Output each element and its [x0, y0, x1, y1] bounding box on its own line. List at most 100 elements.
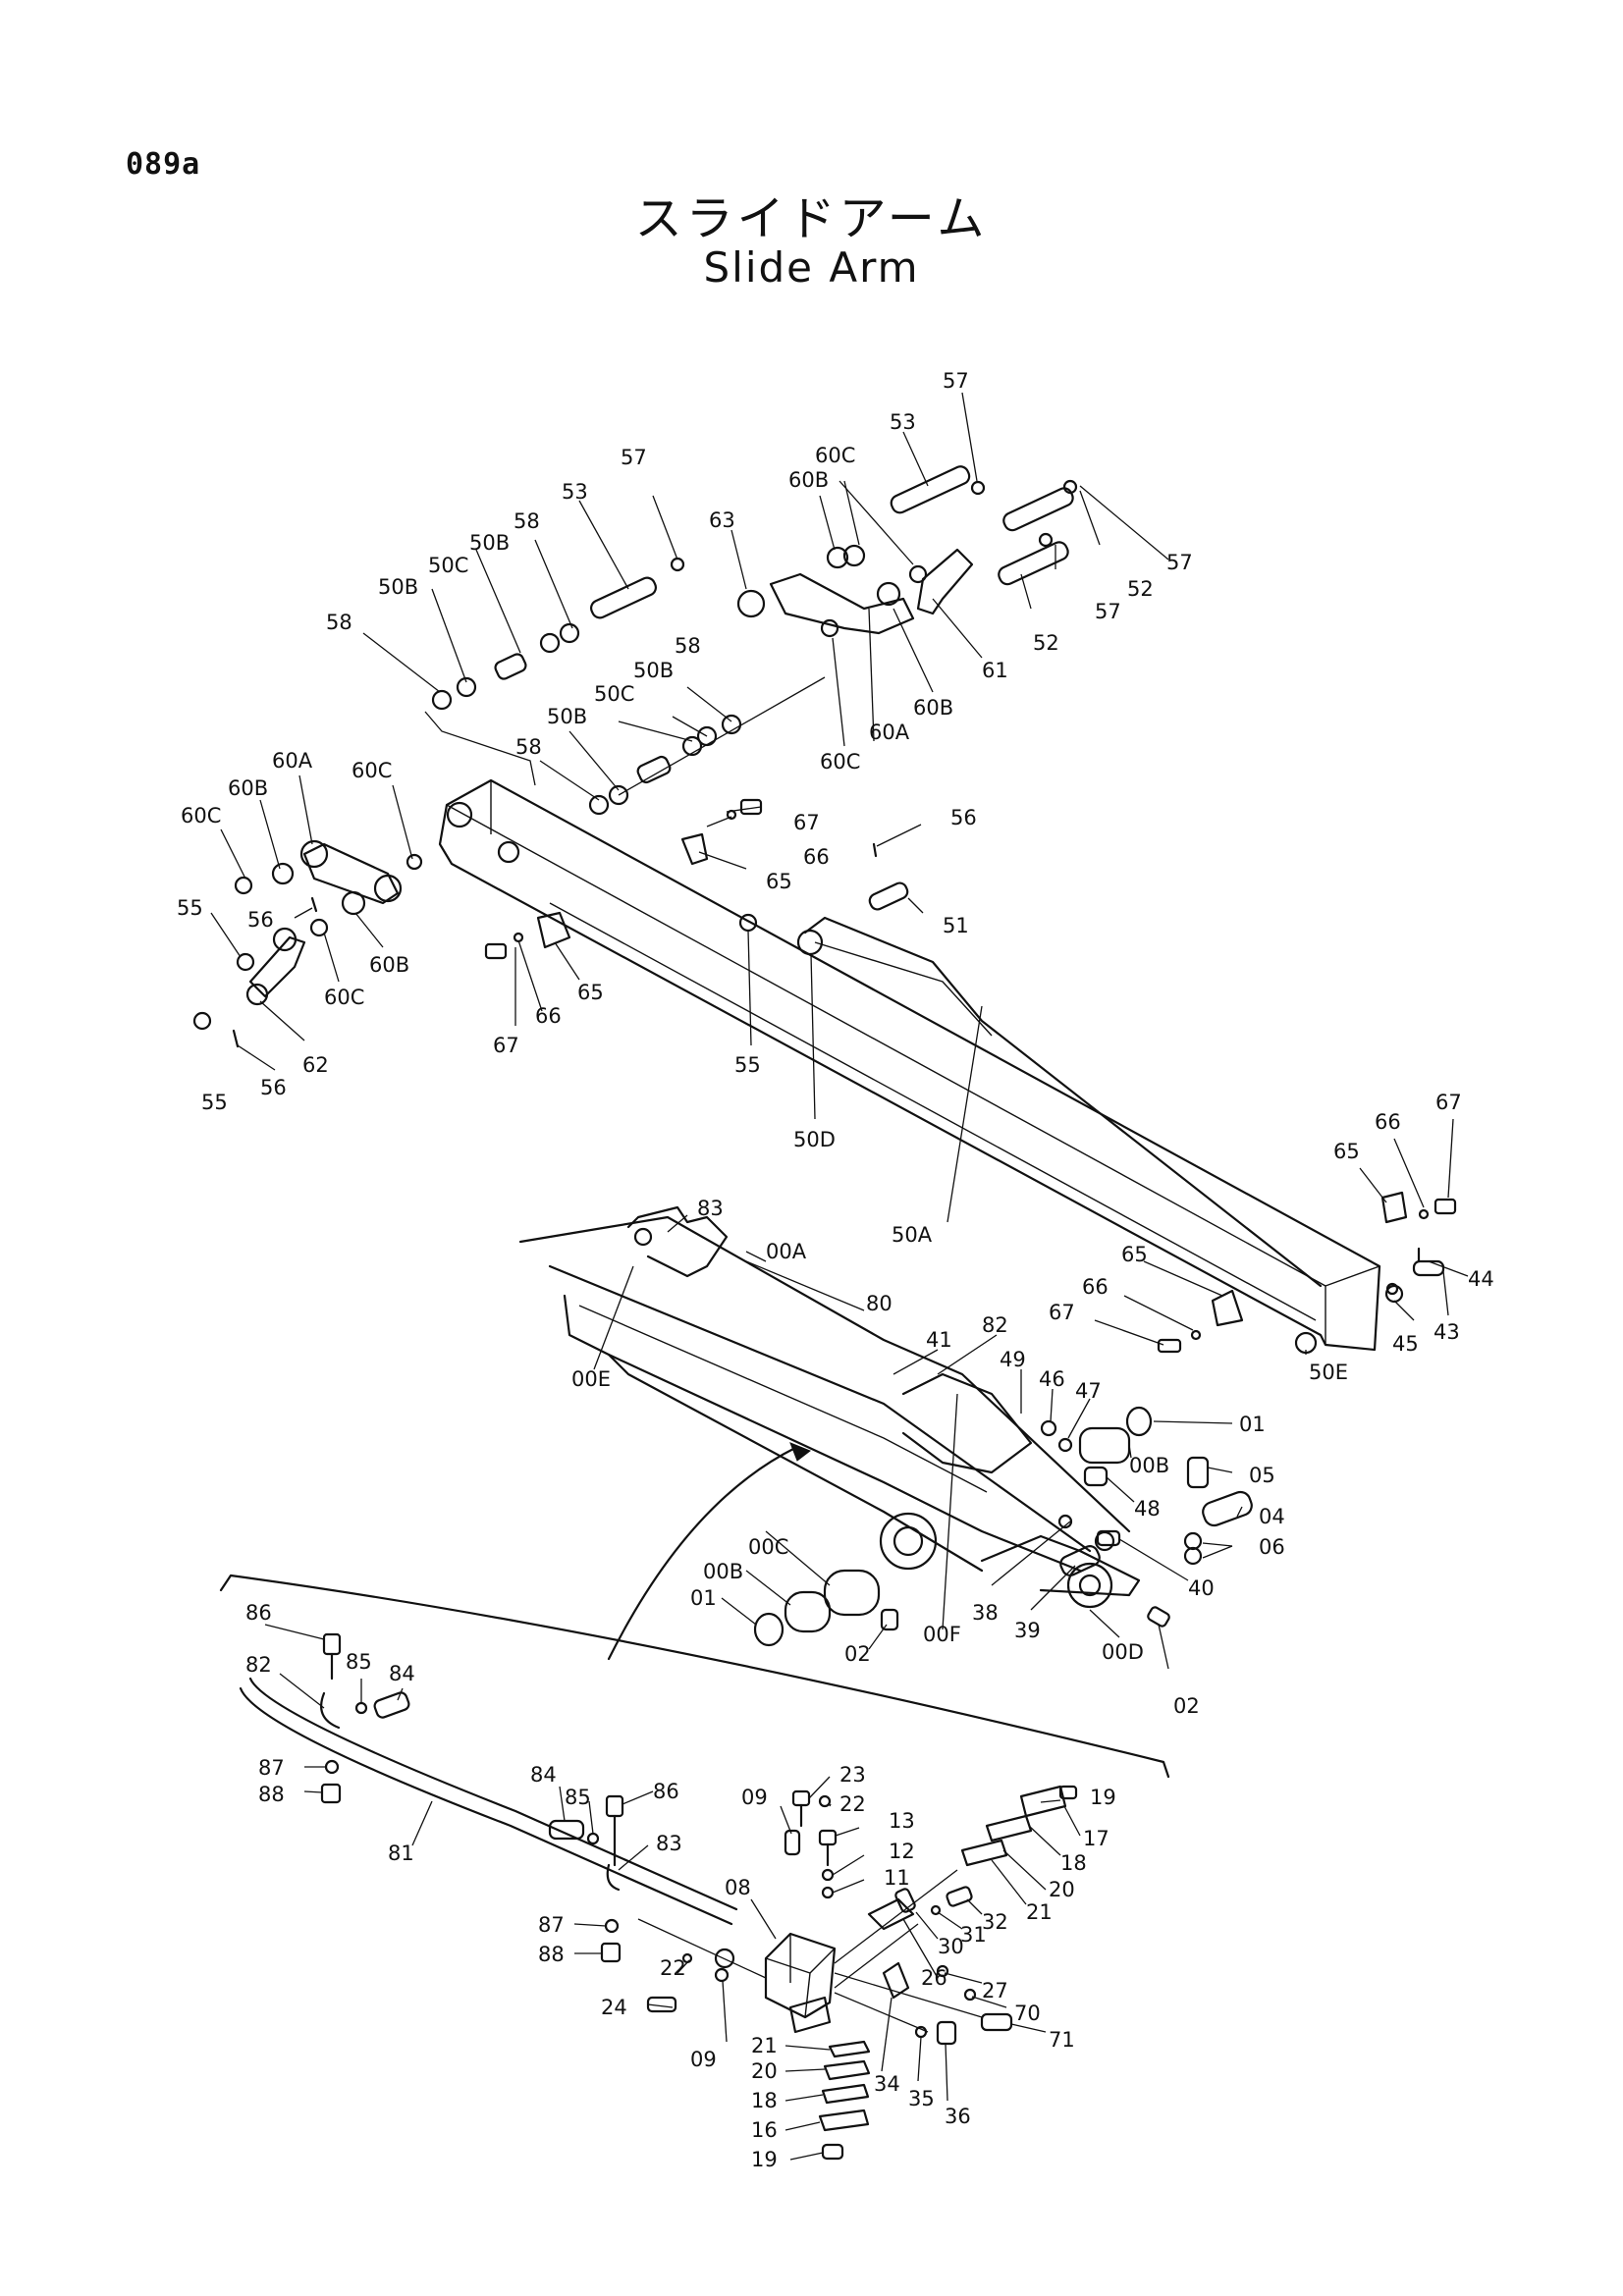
callout-label: 84 [530, 1763, 557, 1787]
callout-label: 58 [675, 634, 701, 658]
callout-label: 82 [982, 1313, 1008, 1337]
callout-label: 02 [1173, 1694, 1200, 1718]
callout-label: 60B [228, 776, 268, 800]
callout-label: 39 [1014, 1619, 1041, 1642]
callout-label: 21 [751, 2034, 778, 2057]
callout-label: 60A [272, 749, 313, 773]
callout-label: 17 [1083, 1827, 1109, 1850]
callout-label: 70 [1014, 2002, 1041, 2025]
callout-label: 53 [890, 410, 916, 434]
leader-lines [210, 392, 1469, 2161]
callout-label: 60C [181, 804, 221, 828]
page-code: 089a [126, 147, 201, 182]
callout-label: 65 [1121, 1243, 1148, 1266]
callout-label: 48 [1134, 1497, 1161, 1521]
callout-label: 32 [982, 1910, 1008, 1934]
callout-label: 22 [839, 1792, 866, 1816]
callout-label: 19 [751, 2148, 778, 2171]
callout-label: 01 [690, 1586, 717, 1610]
callout-label: 65 [766, 870, 792, 893]
callout-label: 05 [1249, 1464, 1275, 1487]
callout-label: 60C [815, 444, 855, 467]
callout-label: 00C [748, 1535, 788, 1559]
callout-label: 60C [820, 750, 860, 774]
callout-label: 38 [972, 1601, 999, 1625]
callout-label: 50B [378, 575, 418, 599]
slide-arm-beam [438, 778, 1404, 1355]
callout-label: 57 [1095, 600, 1121, 623]
callout-label: 66 [1375, 1110, 1401, 1134]
title-japanese: スライドアーム [634, 191, 989, 246]
callout-label: 00F [923, 1623, 961, 1646]
callout-label: 09 [690, 2048, 717, 2071]
callout-label: 16 [751, 2118, 778, 2142]
upper-link-assembly [424, 465, 1078, 816]
callout-label: 83 [697, 1197, 724, 1220]
callout-label: 08 [725, 1876, 751, 1899]
callout-label: 66 [803, 845, 830, 869]
callout-label: 40 [1188, 1576, 1215, 1600]
callout-label: 11 [884, 1866, 910, 1890]
callout-label: 58 [514, 509, 540, 533]
callout-label: 18 [1060, 1851, 1087, 1875]
callout-label: 21 [1026, 1900, 1053, 1924]
callout-label: 60B [369, 953, 409, 977]
callout-label: 09 [741, 1786, 768, 1809]
detail-bracket-block [637, 1785, 1078, 2161]
callout-label: 66 [535, 1004, 562, 1028]
callout-label: 67 [793, 811, 820, 834]
callout-label: 50E [1309, 1361, 1348, 1384]
callout-label: 65 [577, 981, 604, 1004]
callout-label: 22 [660, 1956, 686, 1980]
callout-label: 60A [869, 721, 910, 744]
callout-label: 71 [1049, 2028, 1075, 2052]
callout-label: 52 [1033, 631, 1059, 655]
callout-label: 50C [428, 554, 468, 577]
callout-label: 52 [1127, 577, 1154, 601]
callout-label: 18 [751, 2089, 778, 2112]
center-pivot-parts [753, 1569, 899, 1647]
callout-labels: 57 53 60C 60B 63 57 52 57 52 61 60B 60A … [177, 369, 1494, 2171]
callout-label: 67 [493, 1034, 519, 1057]
callout-label: 20 [751, 2059, 778, 2083]
callout-label: 66 [1082, 1275, 1109, 1299]
callout-label: 00B [1129, 1454, 1169, 1477]
callout-label: 58 [326, 611, 352, 634]
callout-label: 26 [921, 1966, 947, 1990]
callout-label: 86 [245, 1601, 272, 1625]
callout-label: 44 [1468, 1267, 1494, 1291]
callout-label: 00A [766, 1240, 807, 1263]
callout-label: 00D [1102, 1640, 1144, 1664]
title-english: Slide Arm [703, 243, 920, 292]
callout-label: 50C [594, 682, 634, 706]
callout-label: 55 [734, 1053, 761, 1077]
detail-cable-guide [239, 1632, 738, 1963]
guide-brackets [484, 798, 1457, 1354]
callout-label: 87 [538, 1913, 565, 1937]
callout-label: 20 [1049, 1878, 1075, 1901]
callout-label: 55 [177, 896, 203, 920]
callout-label: 46 [1039, 1367, 1065, 1391]
callout-label: 57 [943, 369, 969, 393]
callout-label: 55 [201, 1091, 228, 1114]
callout-label: 50A [892, 1223, 933, 1247]
callout-label: 85 [565, 1786, 591, 1809]
callout-label: 58 [515, 735, 542, 759]
callout-label: 60B [788, 468, 829, 492]
callout-label: 57 [621, 446, 647, 469]
callout-label: 41 [926, 1328, 952, 1352]
callout-label: 19 [1090, 1786, 1116, 1809]
callout-label: 45 [1392, 1332, 1419, 1356]
callout-label: 27 [982, 1979, 1008, 2002]
callout-label: 51 [943, 914, 969, 937]
callout-label: 87 [258, 1756, 285, 1780]
callout-label: 81 [388, 1842, 414, 1865]
callout-label: 83 [656, 1832, 682, 1855]
callout-label: 00B [703, 1560, 743, 1583]
callout-label: 30 [938, 1935, 964, 1958]
callout-label: 82 [245, 1653, 272, 1677]
callout-label: 62 [302, 1053, 329, 1077]
callout-label: 43 [1434, 1320, 1460, 1344]
